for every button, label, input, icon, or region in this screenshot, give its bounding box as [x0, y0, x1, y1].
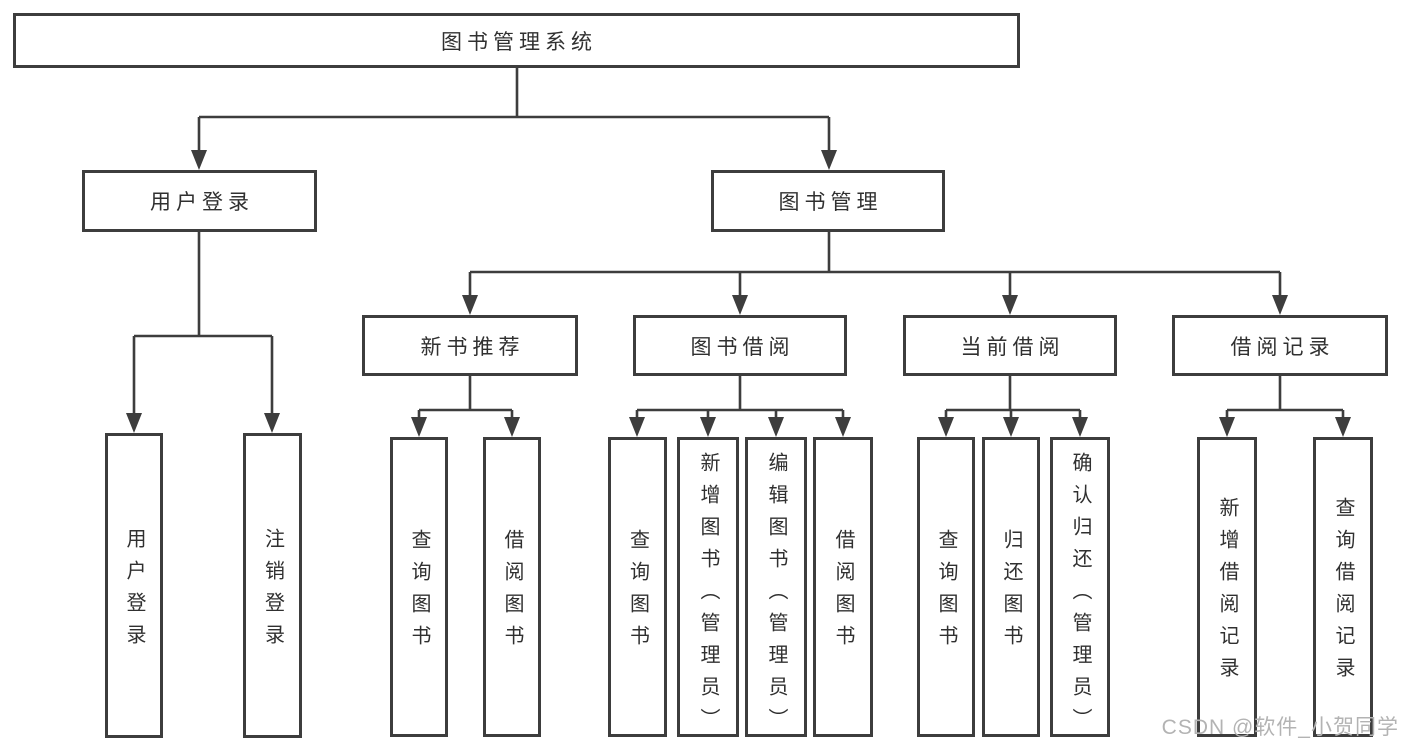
node-label: 图书借阅: [690, 335, 795, 359]
node-label: 确认归还（管理员）: [1069, 452, 1091, 740]
arrow-down-icon: [700, 417, 716, 437]
arrow-down-icon: [1272, 295, 1288, 315]
node-group-new-book-recommend: 新书推荐: [362, 315, 578, 376]
node-leaf-query-books: 查询图书: [917, 437, 975, 737]
arrow-down-icon: [1003, 417, 1019, 437]
node-leaf-edit-books-admin: 编辑图书（管理员）: [745, 437, 807, 740]
node-leaf-borrow-books: 借阅图书: [483, 437, 541, 737]
arrow-down-icon: [821, 150, 837, 170]
node-leaf-add-books-admin: 新增图书（管理员）: [677, 437, 739, 740]
node-label: 借阅图书: [501, 529, 523, 657]
arrow-down-icon: [462, 295, 478, 315]
arrow-down-icon: [191, 150, 207, 170]
node-leaf-logout: 注销登录: [243, 433, 302, 738]
node-label: 查询图书: [935, 529, 957, 657]
node-leaf-query-borrow-record: 查询借阅记录: [1313, 437, 1373, 737]
node-label: 编辑图书（管理员）: [765, 452, 787, 740]
node-label: 新增借阅记录: [1216, 497, 1238, 689]
node-label: 新增图书（管理员）: [697, 452, 719, 740]
arrow-down-icon: [938, 417, 954, 437]
arrow-down-icon: [1335, 417, 1351, 437]
node-label: 借阅记录: [1230, 335, 1335, 359]
node-label: 新书推荐: [420, 335, 525, 359]
node-book-management-branch: 图书管理: [711, 170, 945, 232]
node-root-library-system: 图书管理系统: [13, 13, 1020, 68]
node-label: 查询借阅记录: [1332, 497, 1354, 689]
node-leaf-confirm-return-admin: 确认归还（管理员）: [1050, 437, 1110, 740]
node-label: 图书管理系统: [441, 30, 597, 54]
arrow-down-icon: [1219, 417, 1235, 437]
node-label: 查询图书: [626, 529, 649, 657]
node-label: 图书管理: [778, 191, 883, 214]
node-label: 当前借阅: [960, 335, 1065, 359]
node-leaf-query-books: 查询图书: [390, 437, 448, 737]
node-user-login-branch: 用户登录: [82, 170, 317, 232]
arrow-down-icon: [1072, 417, 1088, 437]
node-label: 查询图书: [408, 529, 430, 657]
node-leaf-query-books: 查询图书: [608, 437, 667, 737]
node-group-current-borrowing: 当前借阅: [903, 315, 1117, 376]
arrow-down-icon: [1002, 295, 1018, 315]
node-leaf-return-books: 归还图书: [982, 437, 1040, 737]
node-label: 用户登录: [150, 191, 254, 214]
node-label: 注销登录: [261, 527, 284, 656]
arrow-down-icon: [411, 417, 427, 437]
arrow-down-icon: [629, 417, 645, 437]
node-group-book-borrowing: 图书借阅: [633, 315, 847, 376]
node-leaf-borrow-books: 借阅图书: [813, 437, 873, 737]
node-leaf-user-login: 用户登录: [105, 433, 163, 738]
arrow-down-icon: [126, 413, 142, 433]
arrow-down-icon: [264, 413, 280, 433]
node-label: 用户登录: [123, 527, 145, 656]
node-group-borrowing-records: 借阅记录: [1172, 315, 1388, 376]
node-label: 借阅图书: [832, 529, 854, 657]
node-label: 归还图书: [1000, 529, 1022, 657]
arrow-down-icon: [835, 417, 851, 437]
watermark: CSDN @软件_小贺同学: [1161, 716, 1399, 739]
arrow-down-icon: [732, 295, 748, 315]
arrow-down-icon: [768, 417, 784, 437]
arrow-down-icon: [504, 417, 520, 437]
node-leaf-add-borrow-record: 新增借阅记录: [1197, 437, 1257, 737]
